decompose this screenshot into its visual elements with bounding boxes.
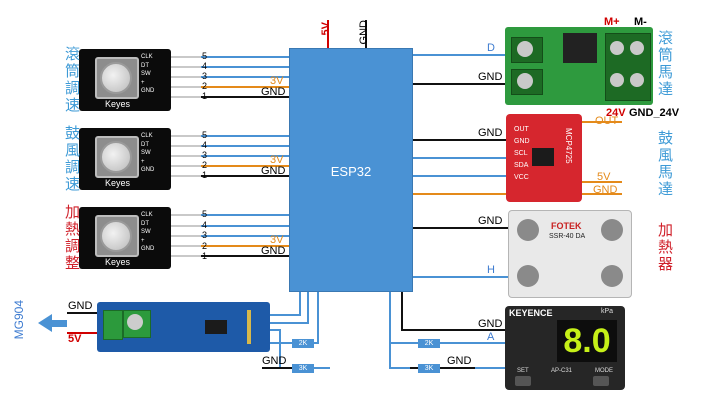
- mosfet-24v-label: 24V: [606, 107, 626, 119]
- dac-chip-label: MCP4725: [564, 128, 573, 164]
- mosfet-d-label: D: [487, 42, 495, 54]
- v3-label-1: 3V: [270, 75, 284, 87]
- dac-gnd-label: GND: [478, 127, 503, 139]
- ssr-gnd-label: GND: [478, 215, 503, 227]
- rs485-target-label: MG904: [12, 300, 26, 340]
- brand-label: Keyes: [105, 257, 131, 267]
- brand-label: Keyes: [105, 178, 131, 188]
- gnd-label-1: GND: [261, 86, 286, 98]
- sensor-mode-label: MODE: [595, 368, 613, 374]
- power-gnd-label: GND: [358, 20, 370, 45]
- resistor-2k-rs485: 2K: [292, 339, 314, 348]
- module-title-drum-motor: 滾筒馬達: [656, 30, 674, 98]
- sensor-a-label: A: [487, 331, 495, 343]
- rs485-gnd-res-label: GND: [262, 355, 287, 367]
- resistor-2k-sensor: 2K: [418, 339, 440, 348]
- sensor-set-button[interactable]: [515, 376, 531, 386]
- module-title-heat-adjust: 加熱調整: [63, 204, 81, 272]
- mosfet-mminus-label: M-: [634, 16, 647, 28]
- resistor-3k-sensor: 3K: [418, 364, 440, 373]
- sensor-model: AP-C31: [551, 368, 573, 374]
- rs485-board: [97, 302, 270, 352]
- gnd-label-2: GND: [261, 165, 286, 177]
- sensor-mode-button[interactable]: [593, 376, 609, 386]
- mosfet-gnd24-label: GND_24V: [629, 107, 680, 119]
- resistor-3k-rs485: 3K: [292, 364, 314, 373]
- ssr-brand: FOTEK: [551, 221, 582, 231]
- gnd-label-3: GND: [261, 245, 286, 257]
- sensor-display: 8.0: [557, 320, 617, 362]
- power-5v-label: 5V: [320, 22, 332, 36]
- mosfet-gnd-label: GND: [478, 71, 503, 83]
- knob-icon: [100, 220, 132, 252]
- sensor-gnd2-label: GND: [447, 355, 472, 367]
- sensor-set-label: SET: [517, 368, 529, 374]
- v3-label-2: 3V: [270, 154, 284, 166]
- mosfet-driver-board: [505, 27, 653, 105]
- module-title-drum-speed: 滾筒調速: [63, 46, 81, 114]
- brand-label: Keyes: [105, 99, 131, 109]
- esp32-board: ESP32: [289, 48, 413, 292]
- rs485-gnd-label: GND: [68, 300, 93, 312]
- pressure-sensor: KEYENCE 8.0 kPa SET AP-C31 MODE: [505, 306, 625, 390]
- sensor-gnd-label: GND: [478, 318, 503, 330]
- ssr-h-label: H: [487, 264, 495, 276]
- sensor-unit: kPa: [601, 308, 614, 315]
- mosfet-mplus-label: M+: [604, 16, 620, 28]
- knob-icon: [100, 62, 132, 94]
- knob-icon: [100, 141, 132, 173]
- sensor-brand: KEYENCE: [509, 308, 553, 318]
- module-title-blower-motor: 鼓風馬達: [656, 130, 674, 198]
- esp32-label: ESP32: [330, 164, 372, 179]
- module-title-heater: 加熱器: [656, 222, 674, 273]
- dac-gnd-out-label: GND: [593, 184, 618, 196]
- rs485-5v-label: 5V: [68, 333, 82, 345]
- module-title-blower-speed: 鼓風調速: [63, 125, 81, 193]
- v3-label-3: 3V: [270, 234, 284, 246]
- dac-5v-label: 5V: [597, 171, 611, 183]
- dac-out-label: OUT: [595, 115, 619, 127]
- ssr-model: SSR-40 DA: [549, 233, 586, 240]
- solid-state-relay: FOTEK SSR-40 DA: [508, 210, 632, 298]
